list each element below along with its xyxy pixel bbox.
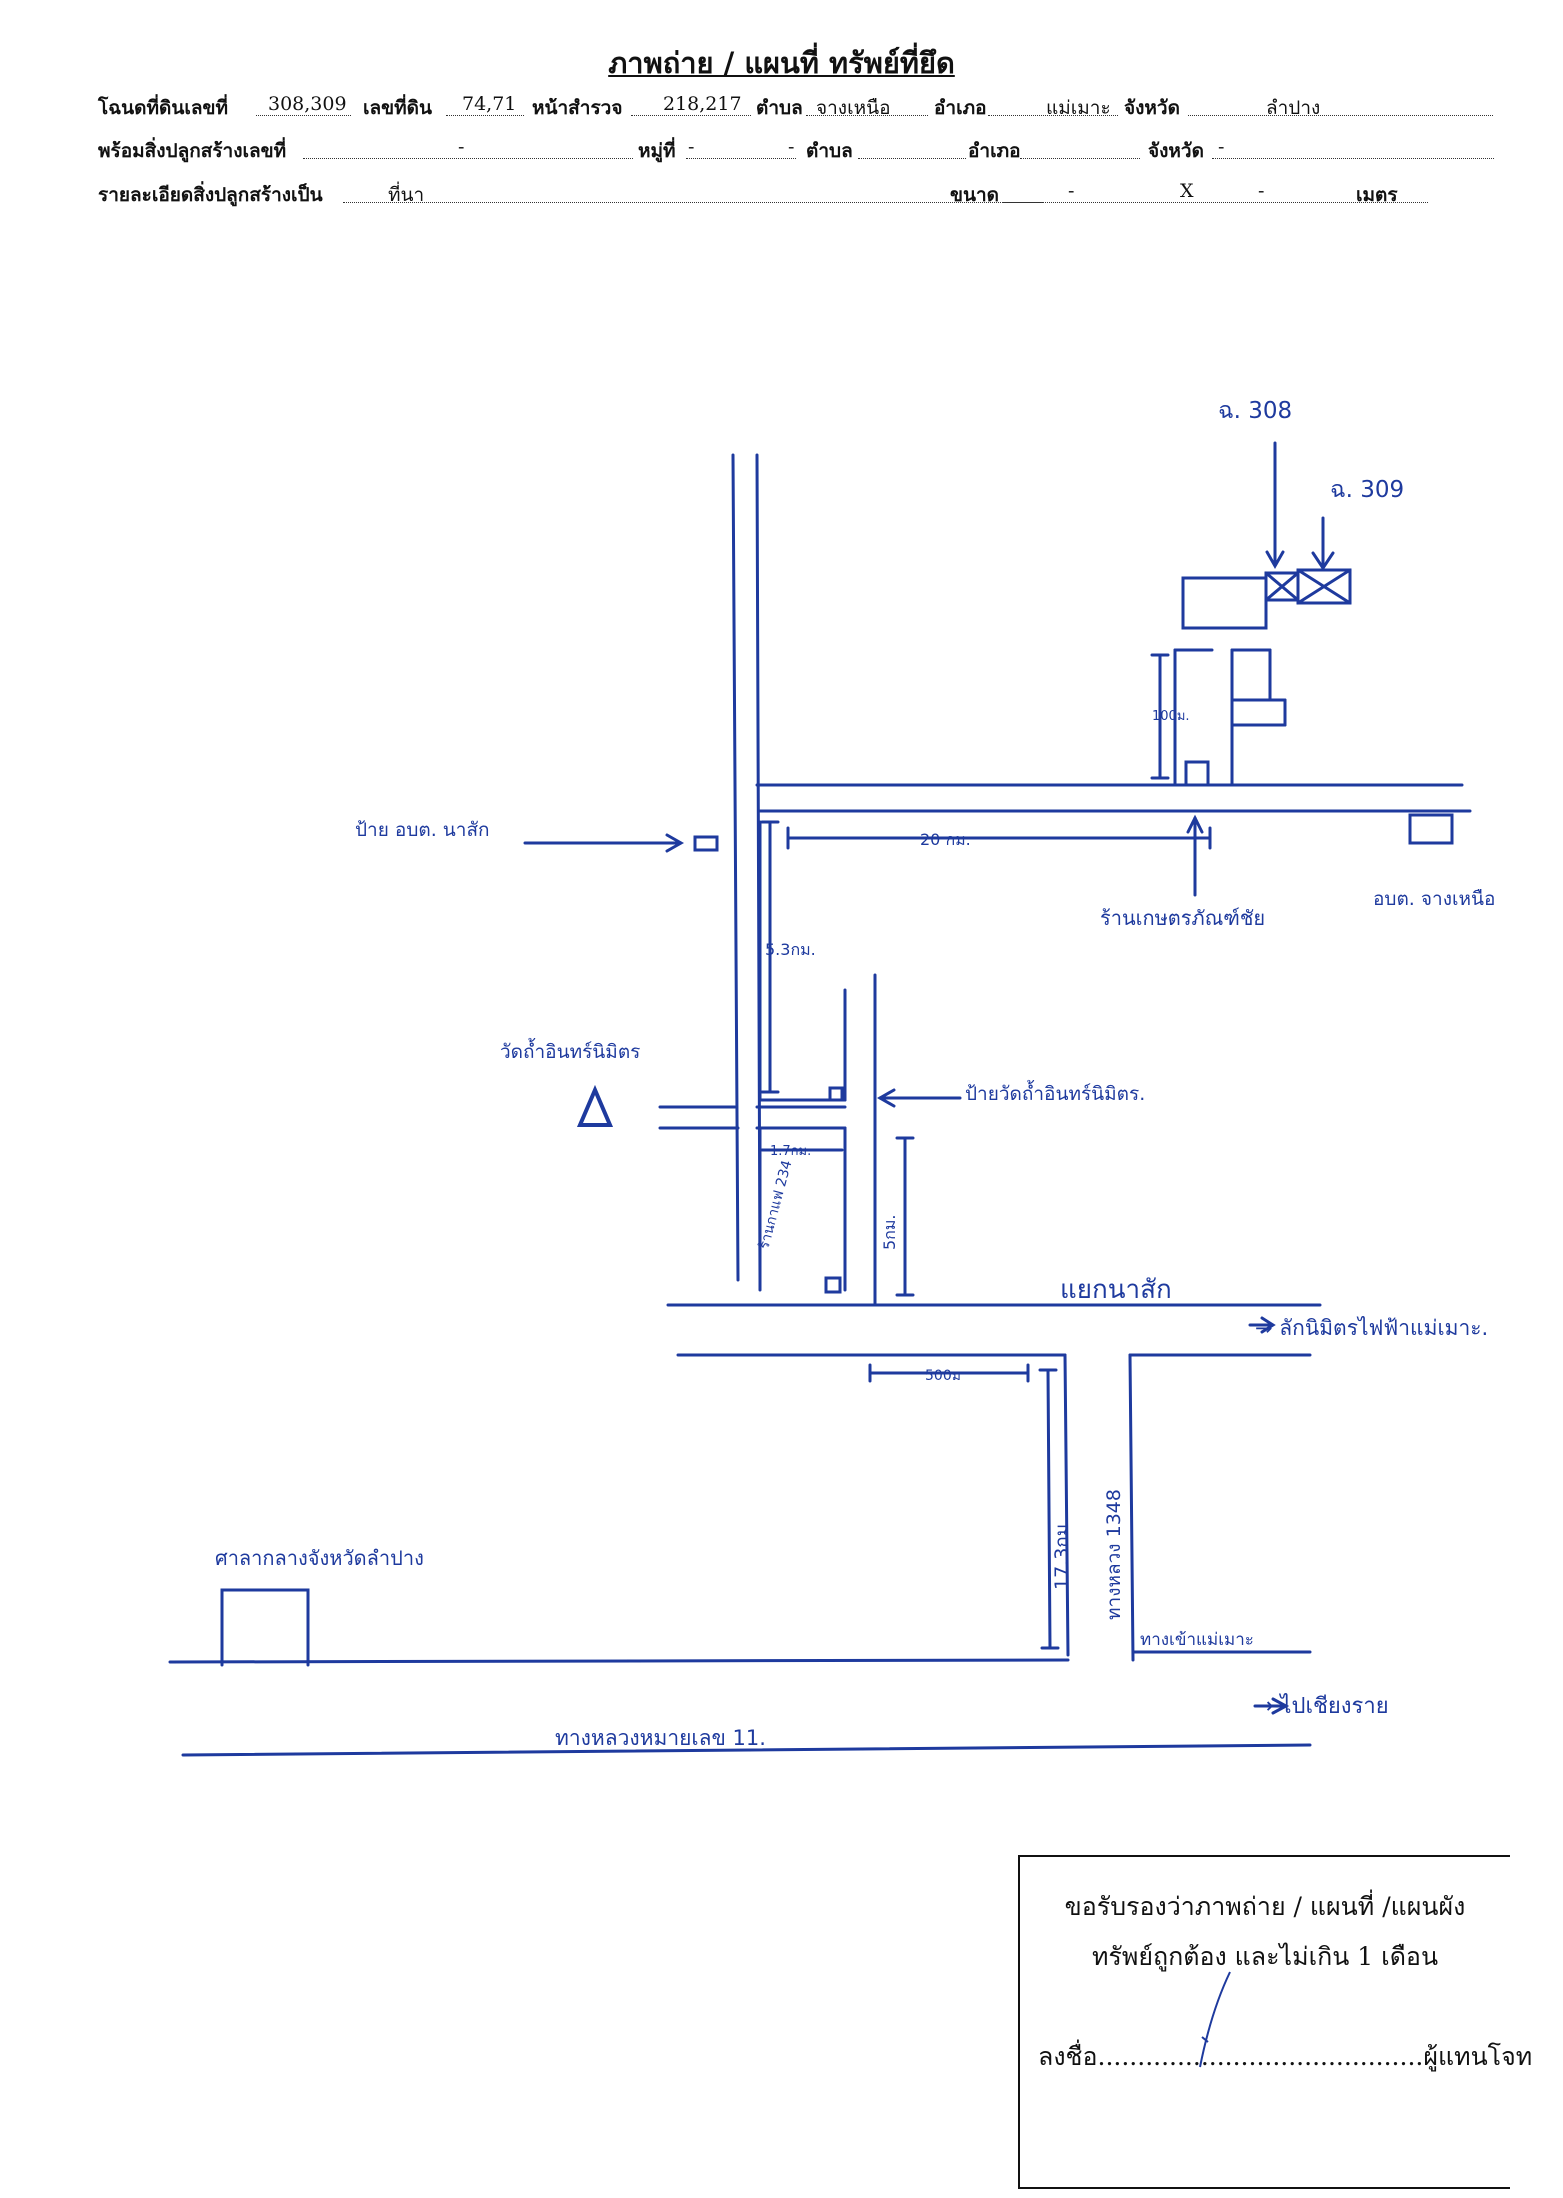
label-100m: 100ม. bbox=[1152, 709, 1190, 724]
label-to-power-plant: → ลักนิมิตรไฟฟ้าแม่เมาะ. bbox=[1255, 1316, 1488, 1340]
subdistrict-label: ตำบล bbox=[756, 97, 803, 119]
cert-line-2: ทรัพย์ถูกต้อง และไม่เกิน 1 เดือน bbox=[1091, 1942, 1439, 1971]
label-junction: แยกนาสัก bbox=[1060, 1275, 1172, 1305]
building-label: พร้อมสิ่งปลูกสร้างเลขที่ bbox=[98, 140, 287, 162]
province-label: จังหวัด bbox=[1124, 97, 1180, 119]
size-label: ขนาด bbox=[950, 184, 999, 206]
temple-marker bbox=[576, 1084, 614, 1127]
land-no-value: 74,71 bbox=[462, 93, 517, 115]
size-x: X bbox=[1180, 180, 1194, 202]
plot-309 bbox=[1296, 568, 1352, 605]
district2-value: - bbox=[996, 136, 1003, 158]
label-obt-janghnuea: อบต. จางเหนือ bbox=[1373, 888, 1495, 910]
label-shop: ร้านเกษตรภัณฑ์ชัย bbox=[1100, 906, 1265, 930]
label-5-3km: 5.3กม. bbox=[765, 940, 816, 959]
label-deed-309: ฉ. 309 bbox=[1330, 477, 1404, 503]
district2-label: อำเภอ bbox=[968, 140, 1021, 162]
deed-label: โฉนดที่ดินเลขที่ bbox=[98, 97, 228, 119]
sign-box bbox=[693, 835, 719, 852]
size-height: - bbox=[1258, 180, 1265, 202]
detail-label: รายละเอียดสิ่งปลูกสร้างเป็น bbox=[98, 184, 323, 206]
province-value: ลำปาง bbox=[1266, 97, 1321, 119]
label-sign-obt: ป้าย อบต. นาสัก bbox=[355, 819, 490, 841]
road-1348-east bbox=[1128, 1353, 1135, 1662]
plot-neighbor bbox=[1181, 576, 1268, 630]
building-value: - bbox=[458, 136, 465, 158]
sign-label: ลงชื่อ bbox=[1038, 2042, 1098, 2071]
deed-value: 308,309 bbox=[268, 93, 347, 115]
label-5km: 5กม. bbox=[880, 1215, 899, 1251]
survey-label: หน้าสำรวจ bbox=[532, 97, 623, 119]
label-shop-234: ร้านกาแฟ 234 bbox=[756, 1159, 795, 1252]
label-deed-308: ฉ. 308 bbox=[1218, 398, 1292, 424]
road-highway-11-south bbox=[181, 1743, 1312, 1757]
page-title: ภาพถ่าย / แผนที่ ทรัพย์ที่ยึด bbox=[608, 46, 955, 80]
subdistrict-value: จางเหนือ bbox=[816, 97, 891, 119]
signature-mark bbox=[1199, 1971, 1231, 2068]
label-city-hall: ศาลากลางจังหวัดลำปาง bbox=[215, 1546, 424, 1570]
cert-line-1: ขอรับรองว่าภาพถ่าย / แผนที่ /แผนผัง bbox=[1064, 1892, 1466, 1921]
sign-role: ผู้แทนโจท bbox=[1423, 2042, 1533, 2071]
label-1-7km: 1.7กม. bbox=[770, 1144, 811, 1159]
label-to-chiangrai: → ไปเชียงราย bbox=[1255, 1693, 1389, 1719]
label-mae-moh-road: ทางเข้าแม่เมาะ bbox=[1140, 1630, 1254, 1650]
label-highway-1348: ทางหลวง 1348 bbox=[1103, 1489, 1125, 1620]
label-17-3km: 17.3กม. bbox=[1051, 1518, 1073, 1590]
district-value: แม่เมาะ bbox=[1046, 97, 1111, 119]
province2-value: - bbox=[1218, 136, 1225, 158]
road-main-west-edge bbox=[731, 453, 740, 1282]
district-label: อำเภอ bbox=[934, 97, 987, 119]
road-1348-west bbox=[1063, 1353, 1070, 1657]
moo-value: - bbox=[688, 136, 695, 158]
subdistrict2-value: - bbox=[788, 136, 795, 158]
size-unit: เมตร bbox=[1356, 184, 1398, 206]
label-20km: 20 กม. bbox=[920, 830, 971, 849]
province2-label: จังหวัด bbox=[1148, 140, 1204, 162]
subdistrict2-label: ตำบล bbox=[806, 140, 853, 162]
label-highway-11: ทางหลวงหมายเลข 11. bbox=[555, 1726, 766, 1750]
size-width: - bbox=[1068, 180, 1075, 202]
detail-value: ที่นา bbox=[388, 184, 425, 206]
label-temple: วัดถ้ำอินทร์นิมิตร bbox=[500, 1038, 640, 1063]
certification-box: ขอรับรองว่าภาพถ่าย / แผนที่ /แผนผัง ทรัพ… bbox=[1018, 1855, 1532, 2189]
road-highway-11-north bbox=[168, 1658, 1070, 1664]
land-no-label: เลขที่ดิน bbox=[363, 97, 432, 119]
city-hall bbox=[220, 1588, 310, 1667]
signature-line: ลงชื่อ..................................… bbox=[1038, 2042, 1533, 2071]
label-temple-sign: ป้ายวัดถ้ำอินทร์นิมิตร. bbox=[965, 1080, 1145, 1105]
obt-office bbox=[1408, 813, 1454, 845]
moo-label: หมู่ที่ bbox=[638, 140, 676, 162]
survey-value: 218,217 bbox=[663, 93, 742, 115]
label-500m: 500ม bbox=[925, 1368, 961, 1384]
